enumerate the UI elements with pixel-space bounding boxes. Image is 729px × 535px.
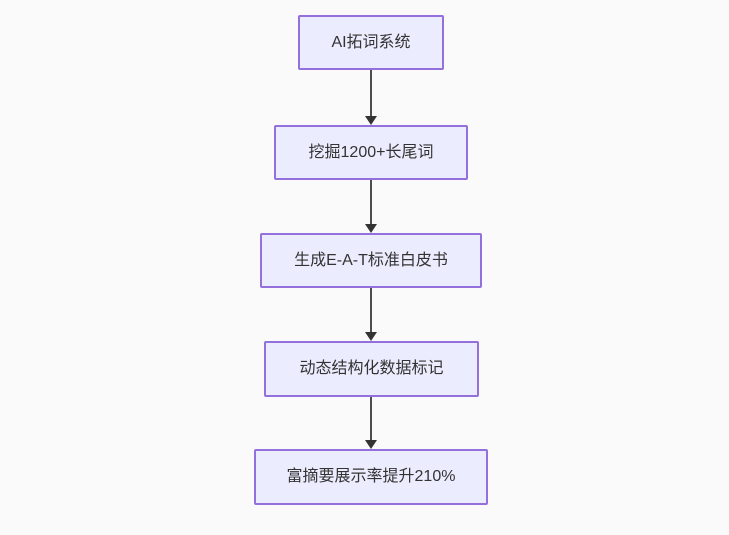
arrowhead-down-icon <box>365 116 377 125</box>
flow-node-structured-data: 动态结构化数据标记 <box>264 341 479 397</box>
arrowhead-down-icon <box>365 332 377 341</box>
arrow-line <box>370 180 372 225</box>
flow-node-label: 动态结构化数据标记 <box>299 360 444 378</box>
arrow-n1-n2 <box>365 70 377 125</box>
arrow-line <box>370 288 372 333</box>
arrow-n2-n3 <box>365 180 377 233</box>
arrow-line <box>370 397 372 441</box>
arrow-line <box>370 70 372 117</box>
arrowhead-down-icon <box>365 224 377 233</box>
flow-node-label: 挖掘1200+长尾词 <box>308 143 434 161</box>
flow-node-label: AI拓词系统 <box>331 33 411 51</box>
flow-node-ai-system: AI拓词系统 <box>298 15 444 70</box>
arrow-n4-n5 <box>365 397 377 449</box>
flow-node-label: 富摘要展示率提升210% <box>286 468 456 486</box>
flow-node-eat-whitepaper: 生成E-A-T标准白皮书 <box>260 233 482 288</box>
flow-node-rich-snippet-result: 富摘要展示率提升210% <box>254 449 488 505</box>
arrow-n3-n4 <box>365 288 377 341</box>
arrowhead-down-icon <box>365 440 377 449</box>
flow-node-label: 生成E-A-T标准白皮书 <box>294 251 448 269</box>
flow-node-longtail-mining: 挖掘1200+长尾词 <box>274 125 468 180</box>
